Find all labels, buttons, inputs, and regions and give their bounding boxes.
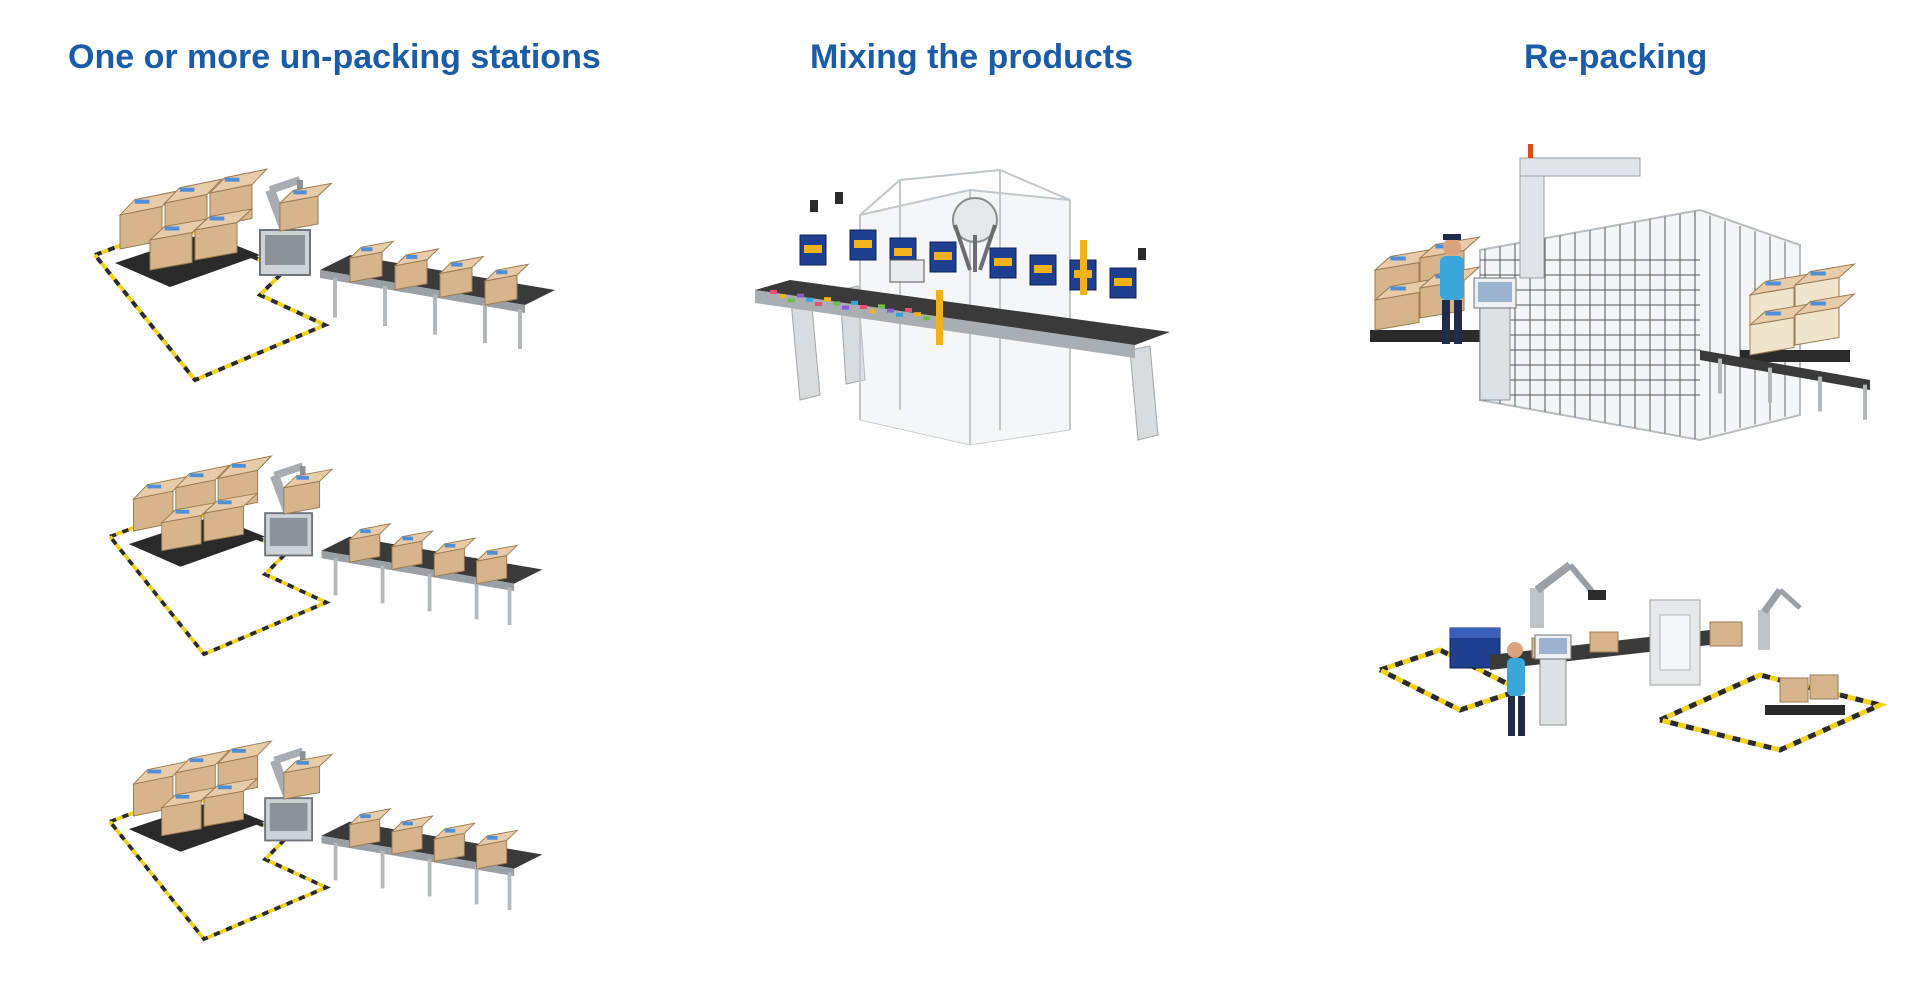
loose-product xyxy=(842,305,849,310)
loose-product xyxy=(779,294,786,299)
loose-product xyxy=(770,290,777,294)
cardboard-box-icon xyxy=(282,753,334,800)
light-curtain xyxy=(1080,240,1087,295)
cardboard-box-icon xyxy=(1793,293,1857,346)
touchscreen-hmi-icon xyxy=(1473,277,1517,401)
conveyor-leg xyxy=(1129,345,1159,441)
cardboard-box-icon xyxy=(348,523,392,563)
cardboard-box-icon xyxy=(348,808,392,848)
cardboard-box-icon xyxy=(202,492,259,542)
loose-product xyxy=(905,308,912,312)
cardboard-box-icon xyxy=(148,218,209,271)
cardboard-box-icon xyxy=(483,263,530,306)
cardboard-box-icon xyxy=(278,182,333,232)
unpacking-station-1 xyxy=(93,168,555,383)
cardboard-box-icon xyxy=(438,255,485,299)
loose-product xyxy=(923,316,930,321)
delta-robot-icon xyxy=(952,197,998,272)
heading-mixing-products: Mixing the products xyxy=(810,38,1133,76)
roller-conveyor-icon xyxy=(1700,350,1870,420)
light-curtain xyxy=(936,290,943,345)
loose-product xyxy=(860,305,867,309)
heading-re-packing: Re-packing xyxy=(1524,38,1708,76)
touchscreen-hmi-icon xyxy=(1534,634,1572,726)
cardboard-box-icon xyxy=(475,829,519,870)
camera-icon xyxy=(810,200,818,212)
loose-product xyxy=(851,300,858,305)
cardboard-box-icon xyxy=(475,544,519,585)
loose-product xyxy=(815,302,822,306)
cardboard-box-icon xyxy=(1748,303,1812,356)
unpacking-station-3 xyxy=(108,740,543,942)
cardboard-box-icon xyxy=(390,530,435,570)
cardboard-box-icon xyxy=(282,468,334,515)
cardboard-box-icon xyxy=(393,248,440,291)
touchscreen-hmi-icon xyxy=(889,259,925,283)
product-box-icon xyxy=(799,234,827,266)
safety-fence-icon xyxy=(1480,211,1786,439)
product-box-icon xyxy=(849,229,877,261)
pallet-icon xyxy=(1370,330,1850,362)
operator-icon xyxy=(1440,234,1464,344)
belt-conveyor-icon xyxy=(755,280,1170,358)
palletizing-cell xyxy=(1370,144,1870,442)
cardboard-box-icon xyxy=(193,208,254,261)
cardboard-box-icon xyxy=(432,537,477,578)
cardboard-box-icon xyxy=(432,822,477,863)
pallet-icon xyxy=(1765,674,1845,715)
product-box-icon xyxy=(1109,267,1137,299)
robot-arm-icon xyxy=(1530,561,1606,628)
loose-product xyxy=(833,301,840,306)
cardboard-box-icon xyxy=(1709,621,1743,647)
cobot-packing-station xyxy=(1378,561,1888,753)
cardboard-box-icon xyxy=(1589,631,1619,653)
unpacking-station-2 xyxy=(108,455,543,657)
operator-icon xyxy=(1507,642,1525,736)
loose-product xyxy=(797,293,804,298)
loose-product xyxy=(869,309,876,314)
cardboard-box-icon xyxy=(202,777,259,827)
delta-picker-cell xyxy=(755,169,1170,446)
robot-arm-icon xyxy=(1758,587,1802,650)
product-box-icon xyxy=(1029,254,1057,286)
gantry-icon xyxy=(1519,144,1641,279)
camera-icon xyxy=(835,192,843,204)
case-erector-icon xyxy=(1649,599,1701,686)
loose-product xyxy=(806,297,813,302)
product-box-icon xyxy=(929,241,957,273)
loose-product xyxy=(878,304,885,309)
loose-product xyxy=(896,312,903,317)
loose-product xyxy=(824,297,831,302)
camera-icon xyxy=(1138,248,1146,260)
loose-product xyxy=(788,298,795,303)
loose-product xyxy=(887,308,894,313)
product-box-icon xyxy=(989,247,1017,279)
loose-product xyxy=(914,312,921,317)
cardboard-box-icon xyxy=(348,240,395,283)
heading-unpacking-stations: One or more un-packing stations xyxy=(68,38,601,76)
cardboard-box-icon xyxy=(160,502,217,552)
cardboard-box-icon xyxy=(390,815,435,855)
